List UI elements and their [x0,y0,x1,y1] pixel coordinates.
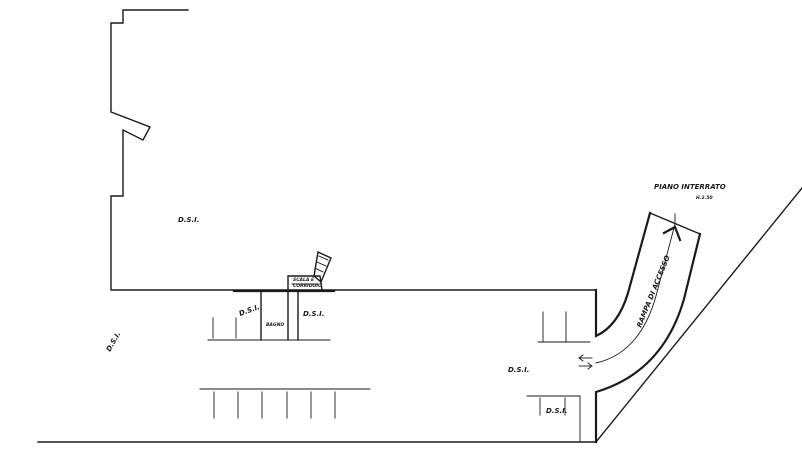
building-outline [110,9,597,291]
label-room-note-b: CORRIDOIO [293,283,322,289]
parking-stalls-lower [199,388,371,419]
label-ds-lower-left: D.S.I. [105,330,123,353]
label-ds-room-a: D.S.I. [238,303,261,318]
label-floor-title: PIANO INTERRATO [654,183,726,191]
label-ds-upper: D.S.I. [178,216,199,224]
site-boundary [595,187,802,443]
label-ds-ramp-base: D.S.I. [508,366,529,374]
label-ds-room-b: D.S.I. [303,310,324,318]
parking-stalls-upper-left [212,317,237,339]
bottom-wall [37,395,597,443]
label-floor-level: H.2.50 [696,195,713,201]
parking-stalls-lower-right [526,395,581,416]
access-ramp [594,211,702,444]
label-ramp: RAMPA DI ACCESSO [635,254,671,328]
direction-arrows [578,354,593,370]
label-room-note-a: SCALA E [293,277,315,283]
small-rooms [207,290,331,341]
label-ds-bottom-right: D.S.I. [546,407,567,415]
parking-stalls-upper-right [537,311,591,343]
label-room-small: BAGNO [266,322,284,328]
stair-element [232,250,336,293]
